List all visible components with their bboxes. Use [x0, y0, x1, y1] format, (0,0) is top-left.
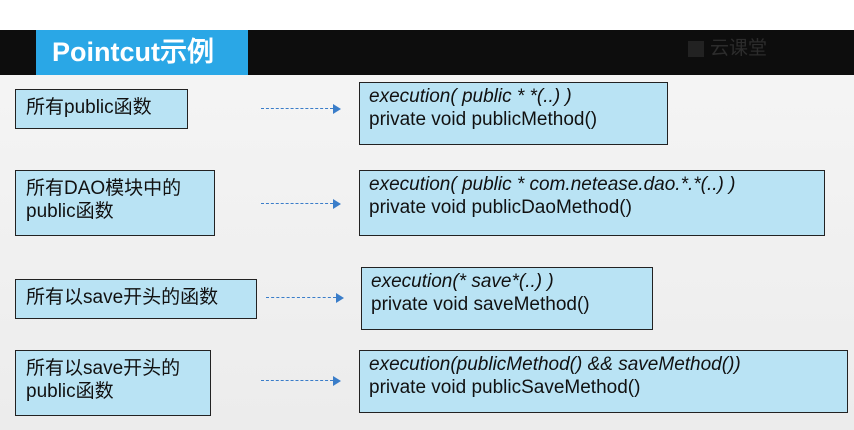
pointcut-box-3: execution(* save*(..) ) private void sav…: [361, 267, 653, 330]
description-line: 所有以save开头的函数: [26, 287, 219, 308]
description-box-4: 所有以save开头的 public函数: [15, 350, 211, 416]
dashed-arrow-icon: [261, 376, 341, 386]
top-strip: [0, 0, 854, 30]
pointcut-expression: execution(publicMethod() && saveMethod()…: [369, 354, 741, 375]
description-box-1: 所有public函数: [15, 89, 188, 129]
pointcut-expression: execution( public * *(..) ): [369, 86, 572, 107]
description-line: 所有以save开头的: [26, 358, 181, 379]
logo-square-icon: [688, 40, 704, 57]
pointcut-expression: execution( public * com.netease.dao.*.*(…: [369, 174, 736, 195]
description-box-3: 所有以save开头的函数: [15, 279, 257, 319]
pointcut-method: private void saveMethod(): [371, 294, 590, 315]
watermark-text: 云课堂: [710, 38, 768, 59]
watermark: 云课堂: [688, 35, 767, 63]
dashed-arrow-icon: [266, 293, 344, 303]
pointcut-box-1: execution( public * *(..) ) private void…: [359, 82, 668, 145]
pointcut-box-4: execution(publicMethod() && saveMethod()…: [359, 350, 848, 413]
description-line: 所有public函数: [26, 97, 152, 118]
pointcut-method: private void publicDaoMethod(): [369, 197, 632, 218]
pointcut-box-2: execution( public * com.netease.dao.*.*(…: [359, 170, 825, 236]
description-line: public函数: [26, 381, 114, 402]
description-line: 所有DAO模块中的: [26, 178, 182, 199]
dashed-arrow-icon: [261, 104, 341, 114]
slide-title: Pointcut示例: [36, 30, 248, 75]
description-line: public函数: [26, 201, 114, 222]
dashed-arrow-icon: [261, 199, 341, 209]
pointcut-method: private void publicMethod(): [369, 109, 598, 130]
pointcut-method: private void publicSaveMethod(): [369, 377, 641, 398]
pointcut-expression: execution(* save*(..) ): [371, 271, 554, 292]
description-box-2: 所有DAO模块中的 public函数: [15, 170, 215, 236]
